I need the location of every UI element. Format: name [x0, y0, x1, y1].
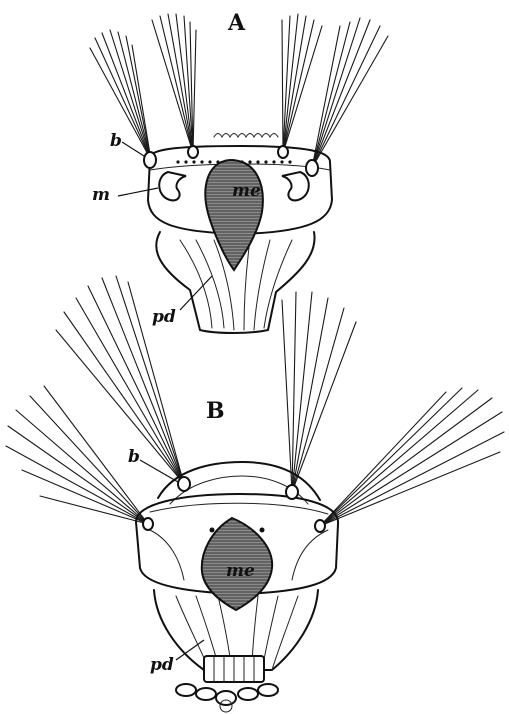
bristle-base-b-upper-right — [286, 485, 298, 499]
bristle-tuft-b-left — [6, 386, 148, 524]
label-m-a: m — [92, 185, 110, 205]
spot-b-left — [210, 528, 215, 533]
label-b-a: b — [110, 131, 122, 151]
bristle-tuft-b-right — [320, 388, 504, 526]
panel-letter-a: A — [227, 10, 246, 36]
bristle-base-b-upper-left — [178, 477, 190, 491]
bristle-base-a-left — [144, 152, 156, 168]
basal-cells-b — [176, 684, 278, 712]
label-b-b: b — [128, 447, 140, 467]
label-pd-b: pd — [150, 655, 174, 675]
bristle-tuft-a-mid-left — [152, 14, 196, 153]
pouch-a-right — [282, 172, 309, 200]
bristle-base-a-right — [306, 160, 318, 176]
bristle-tuft-b-upper-right — [282, 292, 356, 492]
bristle-tuft-a-right — [312, 18, 388, 168]
spot-b-right — [260, 528, 265, 533]
label-me-a: me — [232, 181, 261, 201]
central-organ-a — [205, 160, 262, 270]
label-me-b: me — [226, 561, 255, 581]
bristle-base-a-mid-right — [278, 146, 288, 158]
bristle-base-a-mid-left — [188, 146, 198, 158]
bristle-base-b-right — [315, 520, 325, 532]
panel-letter-b: B — [206, 398, 225, 424]
pouch-a-left — [159, 172, 186, 200]
label-pd-a: pd — [152, 307, 176, 327]
panel-b: B — [6, 276, 504, 712]
ciliary-fringe-a — [214, 134, 278, 138]
bristle-tuft-a-mid-right — [282, 14, 322, 153]
bristle-base-b-left — [143, 518, 153, 530]
panel-a: A — [90, 10, 388, 333]
